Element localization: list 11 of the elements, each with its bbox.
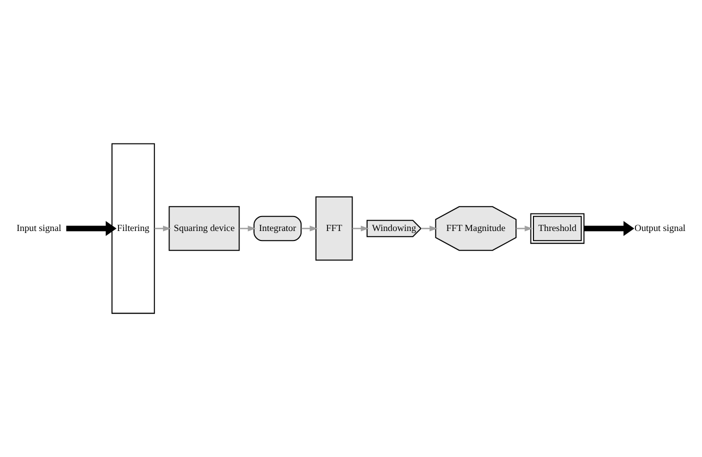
node-text: Output signal <box>634 224 686 234</box>
node-box: FFT <box>315 196 353 261</box>
node-box: Threshold <box>530 213 584 244</box>
arrow <box>516 226 533 232</box>
arrow <box>66 220 116 236</box>
arrow <box>584 220 634 236</box>
node-box: Squaring device <box>168 206 240 251</box>
node-text: Input signal <box>16 224 62 234</box>
node-box: Filtering <box>111 143 155 314</box>
arrow <box>421 226 438 232</box>
node-box: Integrator <box>254 216 302 242</box>
